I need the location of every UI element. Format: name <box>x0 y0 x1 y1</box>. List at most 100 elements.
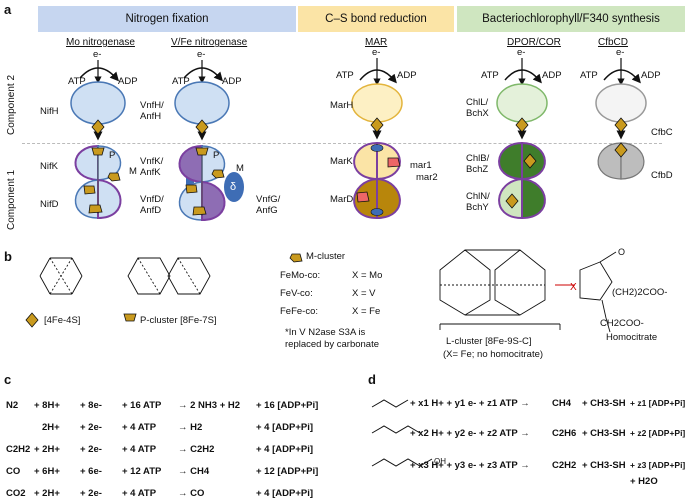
label-mar: MAR <box>365 37 388 48</box>
mo-atp-label: ATP <box>68 76 86 87</box>
fefe-co-x: X = Fe <box>352 306 381 317</box>
c-row-1-f: + 16 [ADP+Pi] <box>256 400 319 411</box>
svg-text:O: O <box>618 247 625 257</box>
homocitrate-sidechain-1: (CH2)2COO- <box>612 287 668 298</box>
mo-m-label: M <box>129 166 137 177</box>
c-row-3-d: + 4 ATP <box>122 444 157 455</box>
mo-pcluster-icon <box>91 147 105 156</box>
anfg-label: AnfG <box>256 205 278 216</box>
lcluster-structure <box>439 249 617 333</box>
mark-label: MarK <box>330 156 353 167</box>
c-row-4-f: + 12 [ADP+Pi] <box>256 466 319 477</box>
mar2-label: mar2 <box>416 172 438 183</box>
bchz-label: BchZ <box>466 164 489 175</box>
legend-mcluster-icon <box>289 253 303 263</box>
c-row-1-b: + 8H+ <box>34 400 60 411</box>
c-row-4-c: + 6e- <box>80 466 102 477</box>
c-row-5-d: + 4 ATP <box>122 488 157 499</box>
vfe-e-label: e- <box>197 49 206 60</box>
dpor-e-label: e- <box>517 47 526 58</box>
anfh-label: AnfH <box>140 111 162 122</box>
fe4s4-structure <box>39 257 83 295</box>
bchx-label: BchX <box>466 108 489 119</box>
c-row-3-a: C2H2 <box>6 444 31 455</box>
lcluster-label: L-cluster [8Fe-9S-C] <box>446 336 532 347</box>
mar-atp-label: ATP <box>336 70 354 81</box>
c-row-5-f: + 4 [ADP+Pi] <box>256 488 314 499</box>
c-row-5-b: + 2H+ <box>34 488 60 499</box>
vfe-atp-label: ATP <box>172 76 190 87</box>
header-bchl-synthesis: Bacteriochlorophyll/F340 synthesis <box>457 6 685 32</box>
c-row-1-d: + 16 ATP <box>122 400 162 411</box>
c-row-3-e: → C2H2 <box>178 444 215 455</box>
pcluster-structure <box>127 257 211 295</box>
label-dpor-cor: DPOR/COR <box>507 37 561 48</box>
d-row-3-p1: C2H2 <box>552 460 577 471</box>
vnfg-label: VnfG/ <box>256 194 281 205</box>
fefe-co-label: FeFe-co: <box>280 306 319 317</box>
cfb-atp-label: ATP <box>580 70 598 81</box>
legend-4fe4s-icon <box>25 312 39 328</box>
cfb-adp-label: ADP <box>641 70 661 81</box>
note-line-1: *In V N2ase S3A is <box>285 327 366 338</box>
homocitrate-label: Homocitrate <box>606 332 658 343</box>
mar1-label: mar1 <box>410 160 432 171</box>
panel-label-d: d <box>368 372 376 387</box>
lcluster-note: (X= Fe; no homocitrate) <box>443 349 544 360</box>
vfe-m-label: M <box>236 163 244 174</box>
mo-mcluster-top-icon <box>107 172 121 182</box>
c-row-2-c: + 2e- <box>80 422 102 433</box>
cfb-e-label: e- <box>616 47 625 58</box>
chll-label: ChlL/ <box>466 97 489 108</box>
c-row-3-f: + 4 [ADP+Pi] <box>256 444 314 455</box>
vnfk-label: VnfK/ <box>140 156 164 167</box>
c-row-1-e: → 2 NH3 + H2 <box>178 400 241 411</box>
d-row-1-p2: + CH3-SH <box>582 398 626 409</box>
d-row-2-p3: + z2 [ADP+Pi] <box>630 428 685 438</box>
chln-label: ChlN/ <box>466 191 490 202</box>
c-row-2-b: 2H+ <box>42 422 60 433</box>
mard-label: MarD <box>330 194 354 205</box>
c-row-2-d: + 4 ATP <box>122 422 157 433</box>
c-row-1-a: N2 <box>6 400 19 411</box>
vnfd-label: VnfD/ <box>140 194 164 205</box>
c-row-1-c: + 8e- <box>80 400 102 411</box>
vfe-adp-label: ADP <box>222 76 242 87</box>
dpor-adp-label: ADP <box>542 70 562 81</box>
substrate-structures <box>371 399 433 467</box>
vnfg-delta-shape <box>224 172 244 202</box>
d-row-2-p1: C2H6 <box>552 428 577 439</box>
delta-label: δ <box>230 181 237 193</box>
homocitrate-sidechain-2: CH2COO- <box>600 318 644 329</box>
mo-adp-label: ADP <box>118 76 138 87</box>
vnfh-label: VnfH/ <box>140 100 164 111</box>
mar-e-label: e- <box>372 47 381 58</box>
d-row-1-p1: CH4 <box>552 398 572 409</box>
svg-text:X: X <box>570 282 577 293</box>
fe4s4-legend: [4Fe-4S] <box>44 315 81 326</box>
header-cs-reduction: C–S bond reduction <box>298 6 454 32</box>
c-row-2-e: → H2 <box>178 422 203 433</box>
d-row-1-p3: + z1 [ADP+Pi] <box>630 398 685 408</box>
c-row-3-c: + 2e- <box>80 444 102 455</box>
c-row-4-e: → CH4 <box>178 466 210 477</box>
panel-label-b: b <box>4 249 12 264</box>
vfe-p-label: P <box>213 150 220 161</box>
c-row-3-b: + 2H+ <box>34 444 60 455</box>
d-row-3-water: + H2O <box>630 476 658 487</box>
mo-mcluster-icon <box>83 185 96 195</box>
mo-pcluster-bottom-icon <box>88 204 103 214</box>
bchy-label: BchY <box>466 202 489 213</box>
mo-atp-arc-icon <box>79 60 120 84</box>
mcluster-legend: M-cluster <box>306 251 346 262</box>
c-row-5-a: CO2 <box>6 488 26 499</box>
mo-p-label: P <box>109 150 116 161</box>
d-row-3-p3: + z3 [ADP+Pi] <box>630 460 685 470</box>
d-row-2-p2: + CH3-SH <box>582 428 626 439</box>
mo-e-label: e- <box>93 49 102 60</box>
pcluster-legend: P-cluster [8Fe-7S] <box>140 315 217 326</box>
mar-adp-label: ADP <box>397 70 417 81</box>
d-row-3-p2: + CH3-SH <box>582 460 626 471</box>
nifk-label: NifK <box>40 161 58 172</box>
